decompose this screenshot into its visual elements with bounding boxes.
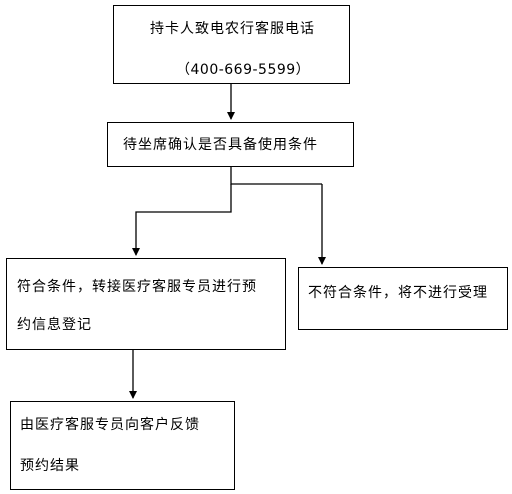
node-eligible: 符合条件，转接医疗客服专员进行预 约信息登记 — [6, 258, 286, 350]
connector-check-branch — [230, 167, 322, 185]
node-feedback: 由医疗客服专员向客户反馈 预约结果 — [10, 401, 235, 490]
node-feedback-line2: 预约结果 — [20, 458, 80, 474]
node-ineligible: 不符合条件，将不进行受理 — [298, 267, 508, 330]
node-feedback-line1: 由医疗客服专员向客户反馈 — [20, 417, 200, 433]
node-start-line2: （400-669-5599） — [176, 62, 311, 78]
node-check: 待坐席确认是否具备使用条件 — [107, 122, 354, 167]
node-start-line1: 持卡人致电农行客服电话 — [150, 21, 315, 37]
node-check-text: 待坐席确认是否具备使用条件 — [123, 137, 318, 153]
node-ineligible-text: 不符合条件，将不进行受理 — [308, 285, 488, 301]
node-eligible-line1: 符合条件，转接医疗客服专员进行预 — [17, 279, 257, 295]
node-eligible-line2: 约信息登记 — [17, 317, 92, 333]
node-start: 持卡人致电农行客服电话 （400-669-5599） — [113, 5, 350, 84]
arrow-check-to-eligible — [132, 184, 232, 256]
